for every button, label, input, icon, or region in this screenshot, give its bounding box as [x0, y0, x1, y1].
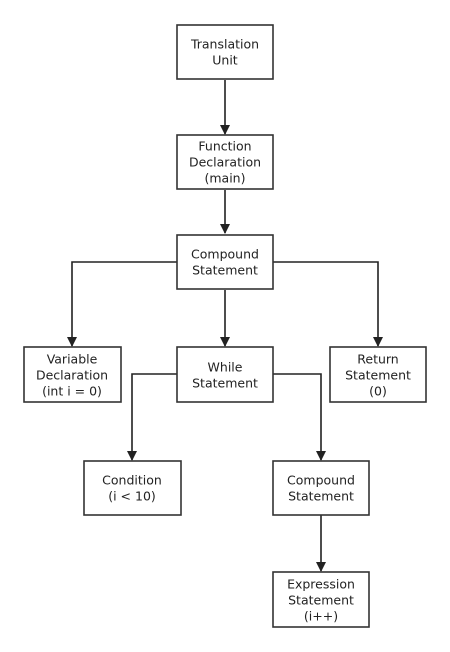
node-label-line: Expression: [287, 577, 355, 592]
node-label-line: Statement: [345, 368, 411, 383]
node-label-line: Return: [357, 352, 398, 367]
node-label-line: (0): [369, 384, 387, 399]
node-label-line: Declaration: [189, 155, 261, 170]
node-label-line: (i < 10): [108, 489, 156, 504]
node-label-line: Statement: [288, 593, 354, 608]
node-label: Condition(i < 10): [102, 473, 162, 504]
node-label-line: Variable: [47, 352, 98, 367]
node-label-line: (i++): [304, 609, 338, 624]
node-label-line: Statement: [192, 263, 258, 278]
node-label-line: While: [208, 360, 243, 375]
node-label-line: Unit: [212, 53, 238, 68]
node-label-line: Statement: [288, 489, 354, 504]
edge-while-statement-to-compound-statement-inner: [273, 373, 326, 461]
node-label-line: Function: [198, 139, 251, 154]
node-label-line: Statement: [192, 376, 258, 391]
edges: [67, 80, 383, 572]
edge-compound-statement-to-return-statement: [273, 261, 383, 347]
node-label-line: Compound: [191, 247, 259, 262]
node-label-line: Declaration: [36, 368, 108, 383]
node-label-line: Translation: [190, 37, 259, 52]
edge-compound-statement-to-variable-declaration: [67, 261, 177, 347]
edge-while-statement-to-condition: [127, 373, 177, 461]
node-label-line: Condition: [102, 473, 162, 488]
node-label-line: (main): [205, 171, 246, 186]
node-label-line: Compound: [287, 473, 355, 488]
node-condition: Condition(i < 10): [83, 460, 182, 516]
node-label-line: (int i = 0): [42, 384, 102, 399]
